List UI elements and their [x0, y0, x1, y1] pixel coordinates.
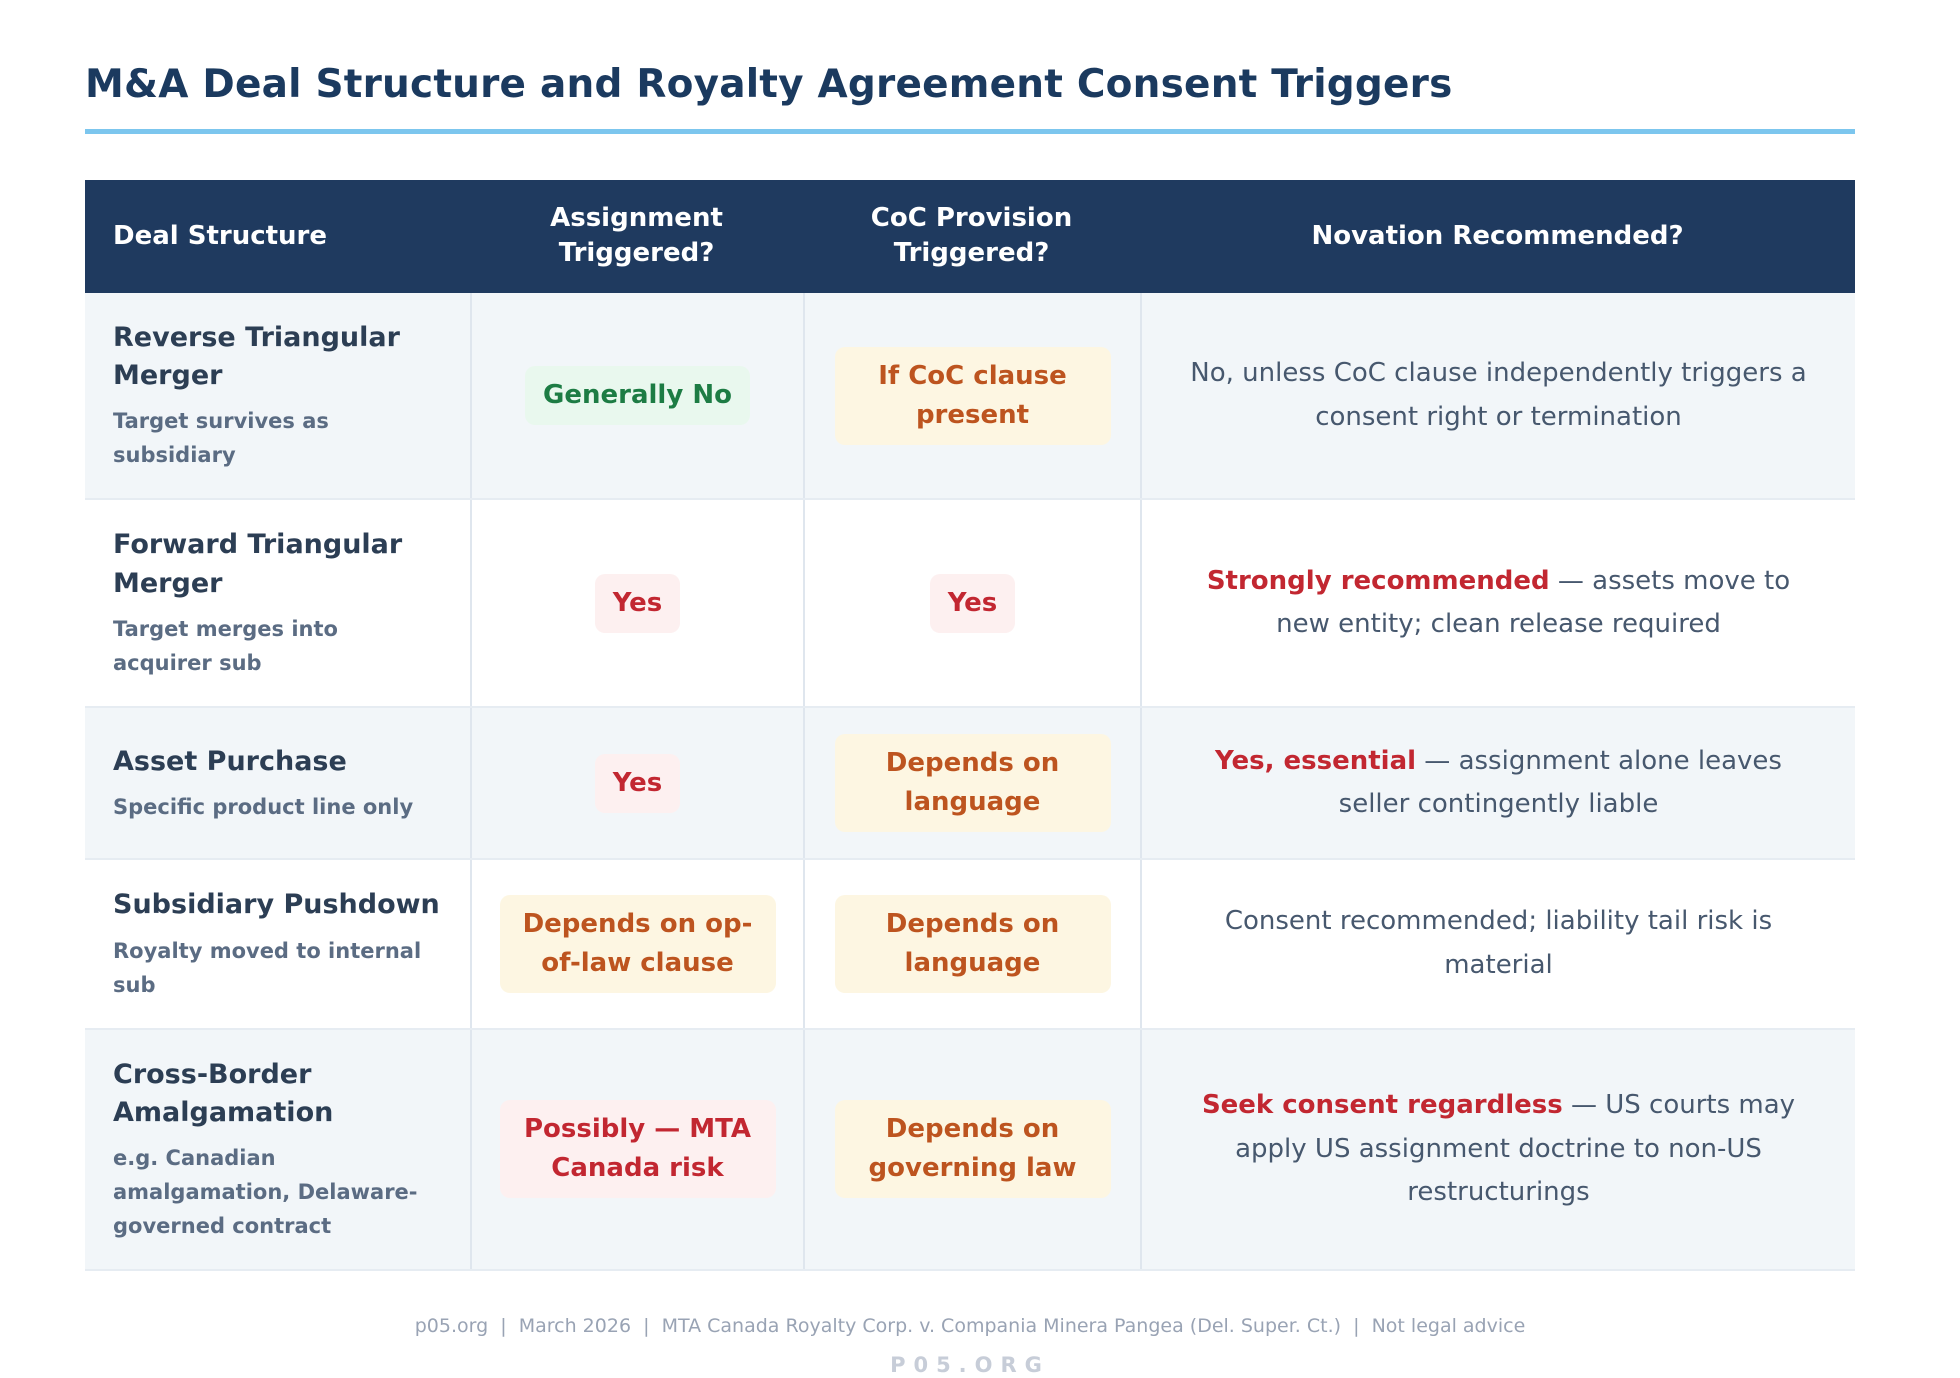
assignment-badge: Yes [594, 753, 681, 813]
deal-name: Reverse Triangular Merger [113, 321, 400, 392]
novation-cell: No, unless CoC clause independently trig… [1140, 292, 1855, 499]
novation-emphasis: Seek consent regardless [1201, 1089, 1563, 1120]
assignment-badge: Depends on op-of-law clause [499, 894, 776, 993]
deal-structure-cell: Asset Purchase Specific product line onl… [85, 708, 470, 858]
novation-note: Consent recommended; liability tail risk… [1184, 900, 1813, 987]
page-footer: p05.org | March 2026 | MTA Canada Royalt… [85, 1315, 1855, 1377]
assignment-cell: Yes [470, 500, 803, 707]
assignment-badge: Possibly — MTA Canada risk [499, 1100, 776, 1199]
deal-structure-cell: Forward Triangular Merger Target merges … [85, 500, 470, 706]
coc-badge: Depends on language [834, 894, 1111, 993]
table-row-cross-border-amalgamation: Cross-Border Amalgamation e.g. Canadian … [85, 1029, 1855, 1272]
novation-note: Yes, essential — assignment alone leaves… [1184, 740, 1813, 827]
deal-name: Cross-Border Amalgamation [113, 1058, 334, 1128]
table-row-reverse-triangular-merger: Reverse Triangular Merger Target survive… [85, 292, 1855, 501]
footer-watermark: P05.ORG [890, 1353, 1050, 1378]
deal-detail: Target merges into acquirer sub [113, 617, 338, 676]
column-header-novation-recommended: Novation Recommended? [1311, 220, 1684, 251]
novation-cell: Yes, essential — assignment alone leaves… [1140, 708, 1855, 859]
coc-cell: Depends on governing law [803, 1029, 1140, 1270]
novation-cell: Seek consent regardless — US courts may … [1140, 1029, 1855, 1270]
coc-badge: Yes [929, 573, 1016, 633]
deal-structure-cell: Subsidiary Pushdown Royalty moved to int… [85, 860, 470, 1027]
novation-emphasis: Strongly recommended [1206, 565, 1550, 596]
deal-detail: Royalty moved to internal sub [113, 938, 422, 997]
novation-text: — assignment alone leaves seller conting… [1338, 745, 1782, 820]
assignment-cell: Depends on op-of-law clause [470, 860, 803, 1028]
column-header-assignment-triggered: Assignment Triggered? [550, 203, 723, 269]
infographic-page: M&A Deal Structure and Royalty Agreement… [85, 0, 1855, 1377]
deal-name: Subsidiary Pushdown [113, 889, 440, 921]
novation-emphasis: Yes, essential [1215, 745, 1417, 776]
page-title: M&A Deal Structure and Royalty Agreement… [85, 62, 1855, 134]
coc-cell: Yes [803, 500, 1140, 707]
novation-note: Seek consent regardless — US courts may … [1184, 1084, 1813, 1215]
deal-detail: Target survives as subsidiary [113, 409, 329, 468]
coc-cell: If CoC clause present [803, 292, 1140, 499]
column-header-coc-provision-triggered: CoC Provision Triggered? [870, 203, 1073, 269]
assignment-badge: Yes [594, 573, 681, 633]
deal-detail: e.g. Canadian amalgamation, Delaware-gov… [113, 1146, 418, 1239]
coc-badge: Depends on governing law [834, 1100, 1111, 1199]
footer-source-line: p05.org | March 2026 | MTA Canada Royalt… [414, 1315, 1526, 1338]
table-row-subsidiary-pushdown: Subsidiary Pushdown Royalty moved to int… [85, 860, 1855, 1030]
novation-note: No, unless CoC clause independently trig… [1184, 352, 1813, 439]
coc-cell: Depends on language [803, 860, 1140, 1028]
table-row-forward-triangular-merger: Forward Triangular Merger Target merges … [85, 500, 1855, 709]
deal-structure-table: Deal Structure Assignment Triggered? CoC… [85, 179, 1855, 1272]
novation-text: — assets move to new entity; clean relea… [1276, 565, 1791, 640]
deal-name: Asset Purchase [113, 745, 347, 777]
deal-structure-cell: Reverse Triangular Merger Target survive… [85, 293, 470, 499]
deal-detail: Specific product line only [113, 794, 414, 819]
novation-note: Strongly recommended — assets move to ne… [1184, 560, 1813, 647]
novation-text: Consent recommended; liability tail risk… [1224, 906, 1773, 980]
deal-structure-cell: Cross-Border Amalgamation e.g. Canadian … [85, 1030, 470, 1270]
assignment-badge: Generally No [525, 366, 750, 426]
coc-badge: If CoC clause present [834, 346, 1111, 445]
assignment-cell: Generally No [470, 292, 803, 499]
coc-cell: Depends on language [803, 708, 1140, 859]
assignment-cell: Possibly — MTA Canada risk [470, 1029, 803, 1270]
coc-badge: Depends on language [834, 734, 1111, 833]
novation-text: — US courts may apply US assignment doct… [1235, 1089, 1796, 1208]
deal-name: Forward Triangular Merger [113, 529, 403, 599]
novation-text: No, unless CoC clause independently trig… [1190, 357, 1807, 432]
novation-cell: Consent recommended; liability tail risk… [1140, 860, 1855, 1028]
assignment-cell: Yes [470, 708, 803, 859]
table-row-asset-purchase: Asset Purchase Specific product line onl… [85, 708, 1855, 861]
column-header-deal-structure: Deal Structure [113, 220, 328, 251]
novation-cell: Strongly recommended — assets move to ne… [1140, 500, 1855, 707]
table-header-row: Deal Structure Assignment Triggered? CoC… [85, 179, 1855, 293]
